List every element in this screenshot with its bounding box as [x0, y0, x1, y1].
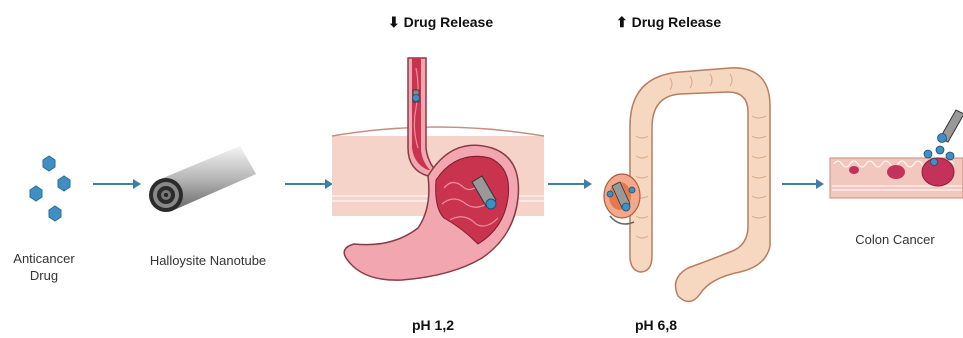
stomach-header-text: Drug Release	[404, 14, 493, 30]
up-arrow-icon: ⬆	[616, 14, 628, 30]
stomach-illustration	[332, 58, 547, 308]
halloysite-nanotube-icon	[140, 140, 270, 220]
anticancer-label-line1: Anticancer	[4, 250, 84, 267]
flow-arrow-1	[93, 179, 143, 189]
colon-header-text: Drug Release	[632, 14, 721, 30]
anticancer-label-line2: Drug	[4, 267, 84, 284]
colon-release-header: ⬆ Drug Release	[616, 14, 721, 31]
anticancer-drug-label: Anticancer Drug	[4, 250, 84, 284]
flow-arrow-2	[285, 179, 335, 189]
colon-illustration	[590, 46, 780, 306]
down-arrow-icon: ⬇	[388, 14, 400, 30]
anticancer-drug-icon	[18, 150, 78, 230]
colon-ph-label: pH 6,8	[635, 317, 677, 333]
stomach-ph-label: pH 1,2	[412, 317, 454, 333]
nanotube-label: Halloysite Nanotube	[128, 252, 288, 269]
stomach-release-header: ⬇ Drug Release	[388, 14, 493, 31]
colon-cancer-illustration	[828, 100, 963, 210]
colon-cancer-label: Colon Cancer	[840, 231, 950, 248]
flow-arrow-4	[782, 179, 832, 189]
